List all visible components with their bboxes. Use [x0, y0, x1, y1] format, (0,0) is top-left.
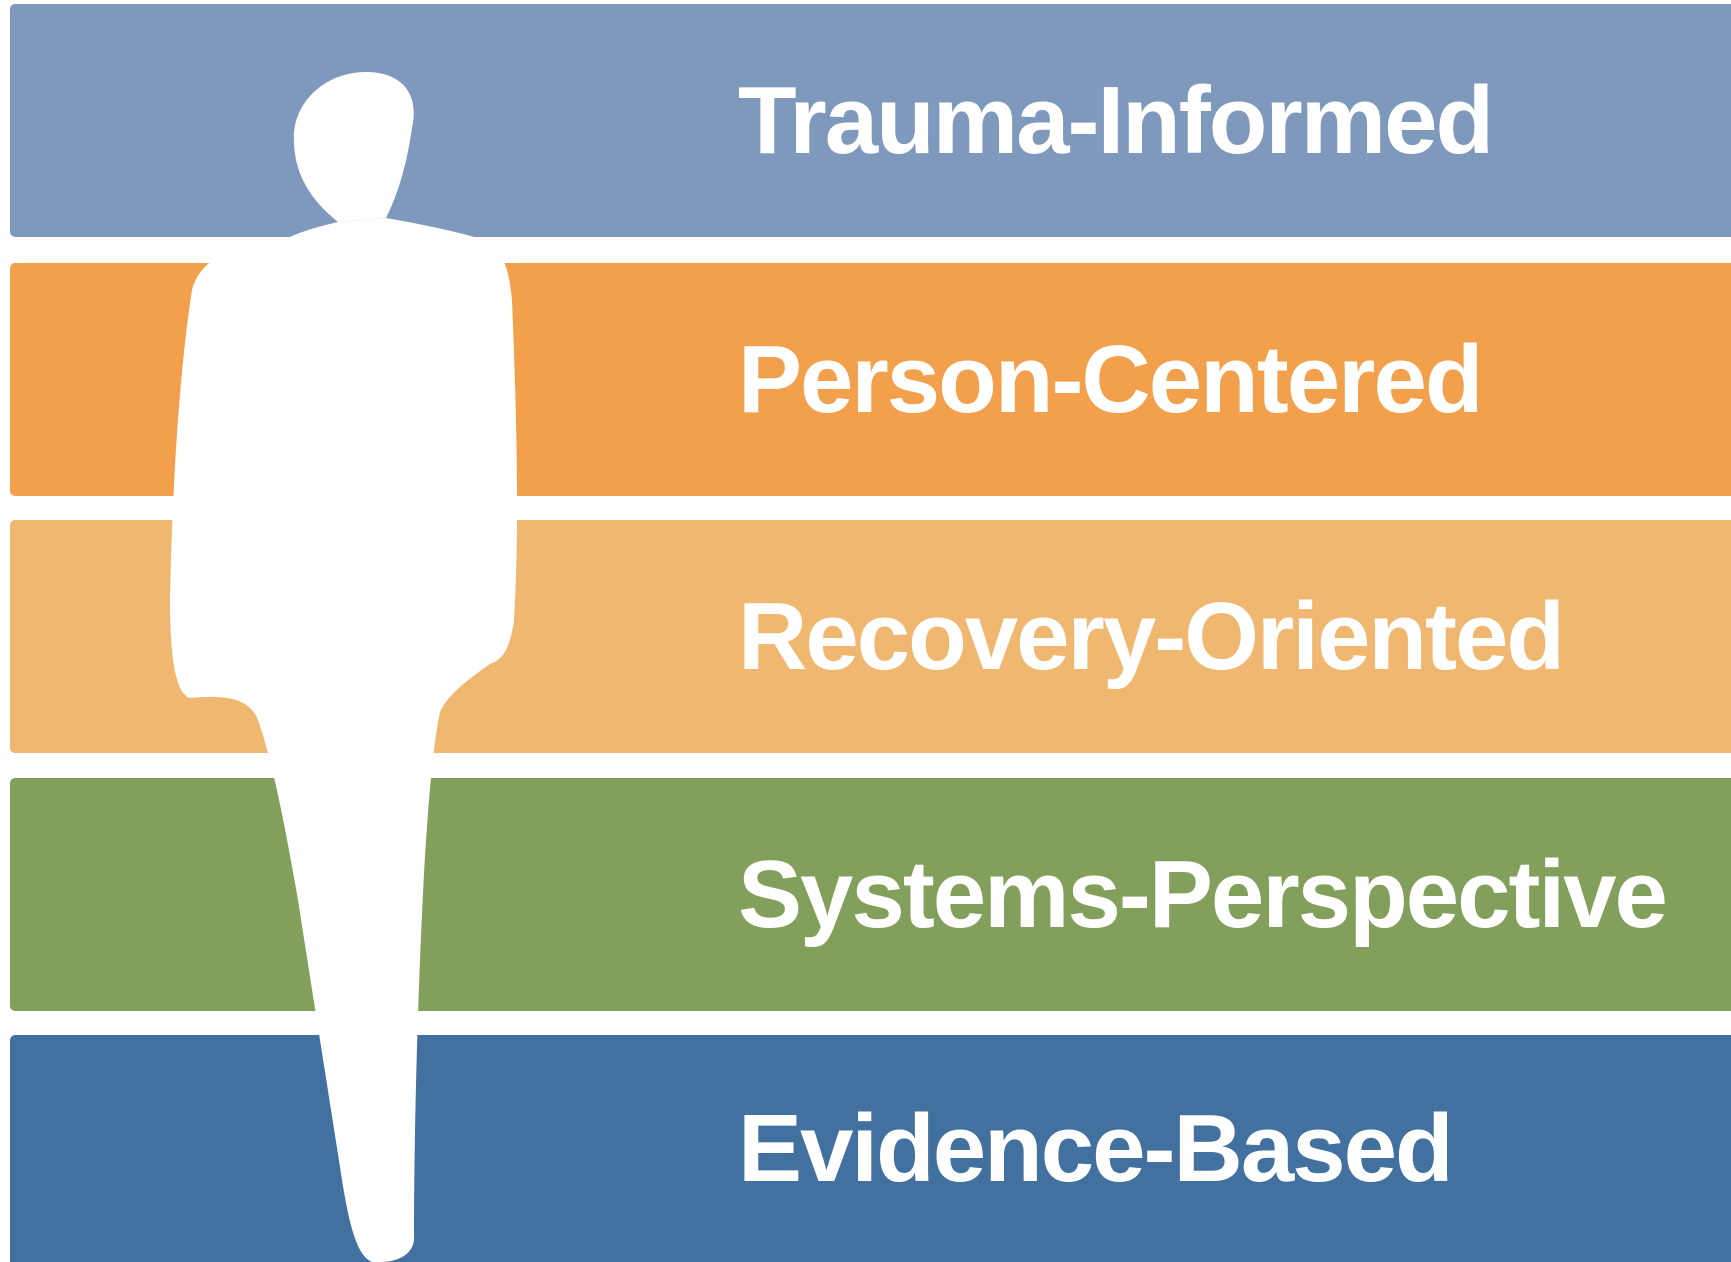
band-label-evidence-based: Evidence-Based	[738, 1094, 1454, 1202]
band-recovery-oriented: Recovery-Oriented	[10, 520, 1731, 753]
band-label-trauma-informed: Trauma-Informed	[738, 66, 1494, 174]
band-evidence-based: Evidence-Based	[10, 1035, 1731, 1262]
band-person-centered: Person-Centered	[10, 263, 1731, 496]
band-systems-perspective: Systems-Perspective	[10, 778, 1731, 1011]
band-label-recovery-oriented: Recovery-Oriented	[738, 582, 1565, 690]
band-trauma-informed: Trauma-Informed	[10, 4, 1731, 237]
band-label-systems-perspective: Systems-Perspective	[738, 840, 1668, 948]
band-label-person-centered: Person-Centered	[738, 325, 1484, 433]
